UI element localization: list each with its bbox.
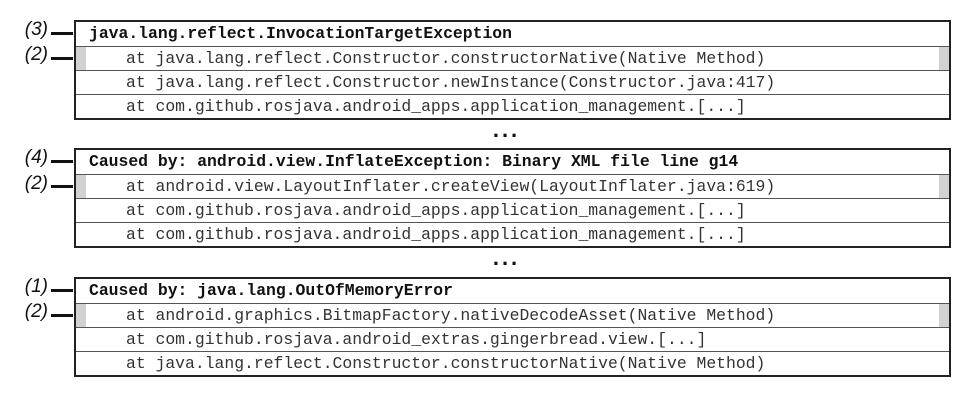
marked-label: (2) bbox=[24, 44, 48, 65]
ellipsis: ... bbox=[492, 245, 521, 270]
stack-frame: at com.github.rosjava.android_apps.appli… bbox=[76, 94, 949, 118]
header-pointer bbox=[51, 160, 73, 163]
header-label: (1) bbox=[24, 276, 48, 297]
marked-pointer bbox=[51, 314, 73, 317]
stack-frame: at com.github.rosjava.android_extras.gin… bbox=[76, 327, 949, 351]
stack-frame: at java.lang.reflect.Constructor.newInst… bbox=[76, 70, 949, 94]
marked-label: (2) bbox=[24, 173, 48, 194]
stack-box: java.lang.reflect.InvocationTargetExcept… bbox=[74, 20, 951, 120]
header-label: (4) bbox=[24, 147, 48, 168]
stack-frame-marked: at android.graphics.BitmapFactory.native… bbox=[76, 303, 949, 327]
stack-box: Caused by: java.lang.OutOfMemoryError at… bbox=[74, 277, 951, 377]
header-label: (3) bbox=[24, 19, 48, 40]
marked-pointer bbox=[51, 57, 73, 60]
stack-frame-marked: at java.lang.reflect.Constructor.constru… bbox=[76, 46, 949, 70]
exception-header: Caused by: java.lang.OutOfMemoryError bbox=[89, 281, 453, 300]
marked-label: (2) bbox=[24, 301, 48, 322]
header-pointer bbox=[51, 289, 73, 292]
header-pointer bbox=[51, 32, 73, 35]
stack-box: Caused by: android.view.InflateException… bbox=[74, 148, 951, 248]
ellipsis: ... bbox=[492, 117, 521, 142]
exception-header: java.lang.reflect.InvocationTargetExcept… bbox=[89, 24, 512, 43]
exception-header: Caused by: android.view.InflateException… bbox=[89, 152, 739, 171]
stack-frame: at java.lang.reflect.Constructor.constru… bbox=[76, 351, 949, 375]
stack-frame: at com.github.rosjava.android_apps.appli… bbox=[76, 222, 949, 246]
stack-frame: at com.github.rosjava.android_apps.appli… bbox=[76, 198, 949, 222]
marked-pointer bbox=[51, 185, 73, 188]
stack-frame-marked: at android.view.LayoutInflater.createVie… bbox=[76, 174, 949, 198]
